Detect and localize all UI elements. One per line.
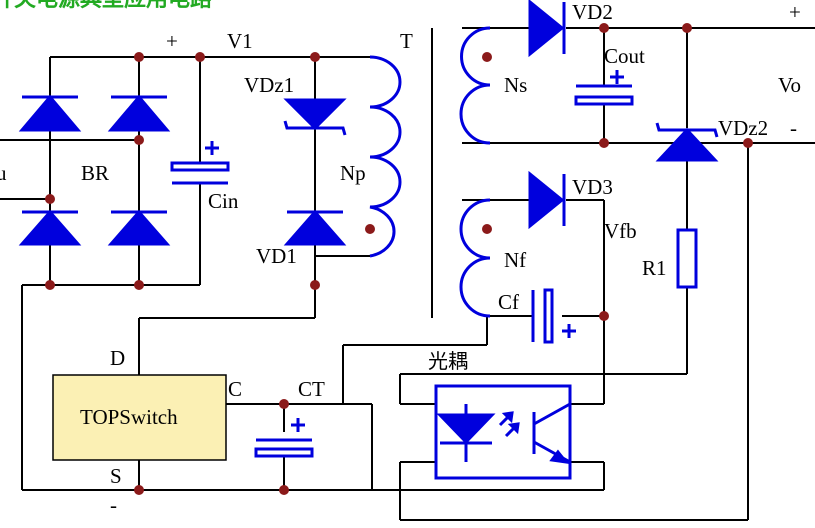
label-optocoupler: 光耦 bbox=[428, 350, 468, 373]
label-plus-out: + bbox=[789, 0, 801, 24]
label-vdz1: VDz1 bbox=[244, 73, 294, 97]
optocoupler bbox=[434, 384, 572, 480]
bridge-rectifier bbox=[18, 94, 171, 246]
vd1-diode bbox=[283, 209, 347, 246]
wires bbox=[0, 27, 815, 521]
vd3-diode bbox=[528, 170, 566, 230]
label-br: BR bbox=[81, 161, 109, 185]
labels: + V1 T VD2 + Cout Vo Ns VDz1 VDz2 - u BR… bbox=[0, 0, 801, 517]
label-vd2: VD2 bbox=[572, 0, 613, 24]
cin-capacitor bbox=[170, 141, 230, 185]
label-minus-out: - bbox=[790, 116, 797, 140]
ct-capacitor bbox=[254, 418, 314, 458]
label-cin: Cin bbox=[208, 189, 239, 213]
label-input-u: u bbox=[0, 161, 7, 185]
label-d-pin: D bbox=[110, 346, 125, 370]
label-ct: CT bbox=[298, 377, 325, 401]
junction-nodes bbox=[45, 23, 753, 495]
cf-capacitor bbox=[531, 288, 576, 344]
label-np: Np bbox=[340, 161, 366, 185]
label-transformer: T bbox=[400, 29, 413, 53]
label-vd1: VD1 bbox=[256, 244, 297, 268]
ns-winding bbox=[459, 26, 491, 145]
label-v1: V1 bbox=[227, 29, 253, 53]
label-ns: Ns bbox=[504, 73, 527, 97]
vd2-diode bbox=[528, 0, 566, 58]
label-vdz2: VDz2 bbox=[718, 116, 768, 140]
vdz1-zener bbox=[283, 98, 347, 136]
label-s-pin: S bbox=[110, 464, 122, 488]
cout-capacitor bbox=[574, 70, 634, 106]
label-r1: R1 bbox=[642, 256, 667, 280]
label-cout: Cout bbox=[604, 44, 645, 68]
label-minus-bottom: - bbox=[110, 493, 117, 517]
label-cf: Cf bbox=[498, 290, 519, 314]
label-chip: TOPSwitch bbox=[80, 405, 178, 429]
label-c-pin: C bbox=[228, 377, 242, 401]
r1-resistor bbox=[676, 228, 698, 289]
label-vfb: Vfb bbox=[604, 219, 637, 243]
label-plus-top: + bbox=[166, 29, 178, 53]
label-vo: Vo bbox=[778, 73, 801, 97]
label-nf: Nf bbox=[504, 248, 526, 272]
np-winding bbox=[369, 55, 402, 258]
diagram-title: …开关电源典型应用电路 bbox=[0, 0, 213, 12]
label-vd3: VD3 bbox=[572, 175, 613, 199]
vdz2-zener bbox=[655, 122, 719, 162]
nf-winding bbox=[459, 198, 491, 318]
topswitch-chip bbox=[52, 374, 227, 461]
